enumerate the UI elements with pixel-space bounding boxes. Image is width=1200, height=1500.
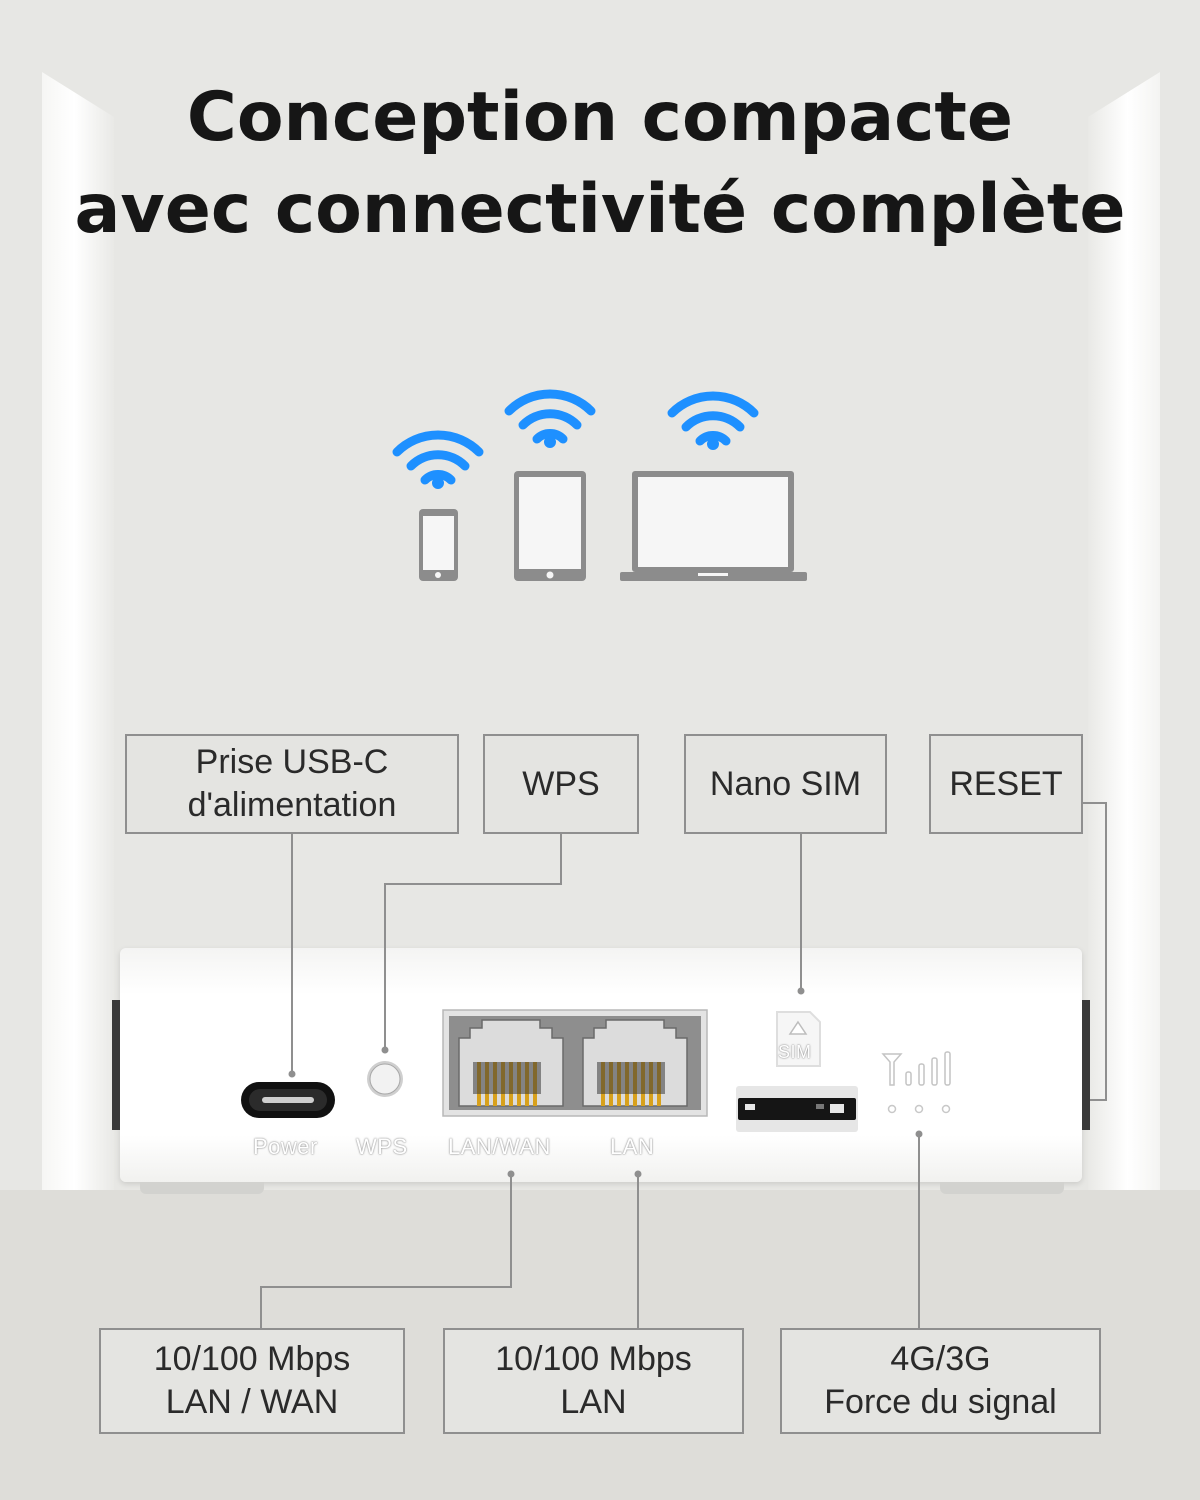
callout-sim-line1: Nano SIM [709, 764, 862, 803]
callout-wps-line1: WPS [522, 764, 600, 803]
ethernet-port-lan[interactable] [582, 1019, 688, 1107]
smartphone-icon [419, 509, 458, 581]
callout-reset: RESET [929, 734, 1083, 834]
wifi-icon-laptop [667, 391, 759, 446]
reset-line [1082, 802, 1107, 1101]
callout-power: Prise USB-C d'alimentation [125, 734, 459, 834]
wifi-icon-tablet [504, 389, 596, 444]
ethernet-port-lanwan[interactable] [458, 1019, 564, 1107]
callout-lanwan: 10/100 Mbps LAN / WAN [99, 1328, 405, 1434]
callout-lan-line2: LAN [560, 1383, 627, 1421]
title-line-1: Conception compacte [186, 78, 1014, 157]
callout-lan: 10/100 Mbps LAN [443, 1328, 744, 1434]
callout-signal-line1: 4G/3G [890, 1340, 991, 1378]
usb-c-port[interactable] [241, 1082, 335, 1118]
callout-power-line2: d'alimentation [187, 786, 397, 824]
connector-lines [260, 802, 1107, 1328]
callout-lanwan-line2: LAN / WAN [165, 1383, 339, 1421]
port-label-lanwan: LAN/WAN [448, 1134, 551, 1159]
signal-led-dots [887, 1104, 951, 1114]
antenna-hinge-left [112, 1000, 120, 1130]
page-title: Conception compacte avec connectivité co… [0, 72, 1200, 256]
port-label-lan: LAN [610, 1134, 655, 1159]
sim-icon-label: SIM [778, 1042, 812, 1062]
tablet-icon [514, 471, 586, 581]
right-antenna [1088, 72, 1160, 1190]
title-line-2: avec connectivité complète [74, 170, 1126, 249]
left-antenna [42, 72, 114, 1190]
connector-dots [288, 987, 923, 1178]
port-label-wps: WPS [356, 1134, 408, 1159]
wifi-icon-phone [392, 430, 484, 485]
callout-power-line1: Prise USB-C [195, 743, 389, 781]
wifi-dot-laptop [707, 438, 719, 450]
reset-button[interactable] [1082, 1000, 1090, 1130]
callout-sim: Nano SIM [684, 734, 887, 834]
router-foot-left [140, 1182, 264, 1194]
wps-button[interactable] [367, 1061, 403, 1097]
wps-line [384, 834, 562, 1048]
callout-signal: 4G/3G Force du signal [780, 1328, 1101, 1434]
sim-card-icon [776, 1011, 821, 1067]
port-label-power: Power [253, 1134, 318, 1159]
signal-strength-icon [881, 1051, 951, 1086]
wifi-dot-phone [432, 477, 444, 489]
sim-slot[interactable] [736, 1086, 858, 1132]
callout-signal-line2: Force du signal [824, 1383, 1057, 1421]
lanwan-line [260, 1173, 512, 1328]
router-foot-right [940, 1182, 1064, 1194]
laptop-icon [620, 471, 807, 581]
callout-lanwan-line1: 10/100 Mbps [153, 1340, 351, 1378]
callout-reset-line1: RESET [949, 764, 1063, 803]
wifi-dot-tablet [544, 436, 556, 448]
callout-lan-line1: 10/100 Mbps [495, 1340, 692, 1378]
callout-wps: WPS [483, 734, 639, 834]
